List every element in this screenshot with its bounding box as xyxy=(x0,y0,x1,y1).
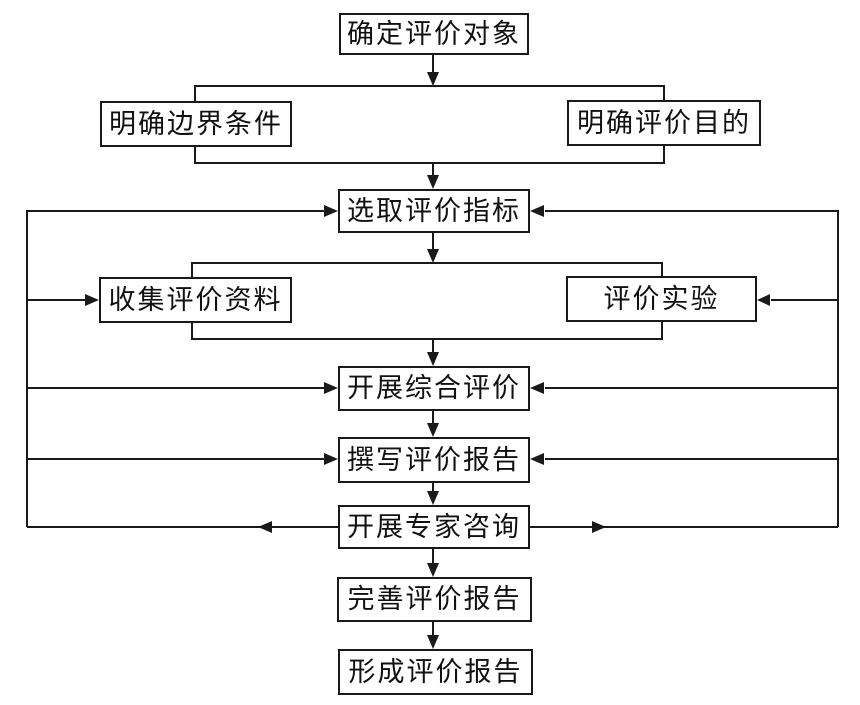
main-flow-arrows xyxy=(427,55,439,649)
node-write-report: 撰写评价报告 xyxy=(338,437,530,483)
node-improve-report: 完善评价报告 xyxy=(337,577,532,622)
node-boundary-conditions: 明确边界条件 xyxy=(100,101,292,147)
node-evaluation-purpose: 明确评价目的 xyxy=(567,100,761,146)
node-select-indicators: 选取评价指标 xyxy=(338,189,530,233)
node-expert-consultation: 开展专家咨询 xyxy=(338,505,530,549)
node-finalize-report: 形成评价报告 xyxy=(338,649,533,695)
feedback-rail-right xyxy=(530,205,839,533)
node-collect-materials: 收集评价资料 xyxy=(99,277,292,323)
node-comprehensive-evaluation: 开展综合评价 xyxy=(338,366,530,411)
node-evaluation-experiment: 评价实验 xyxy=(566,276,757,322)
feedback-rail-left xyxy=(26,205,338,533)
node-determine-target: 确定评价对象 xyxy=(339,13,529,55)
